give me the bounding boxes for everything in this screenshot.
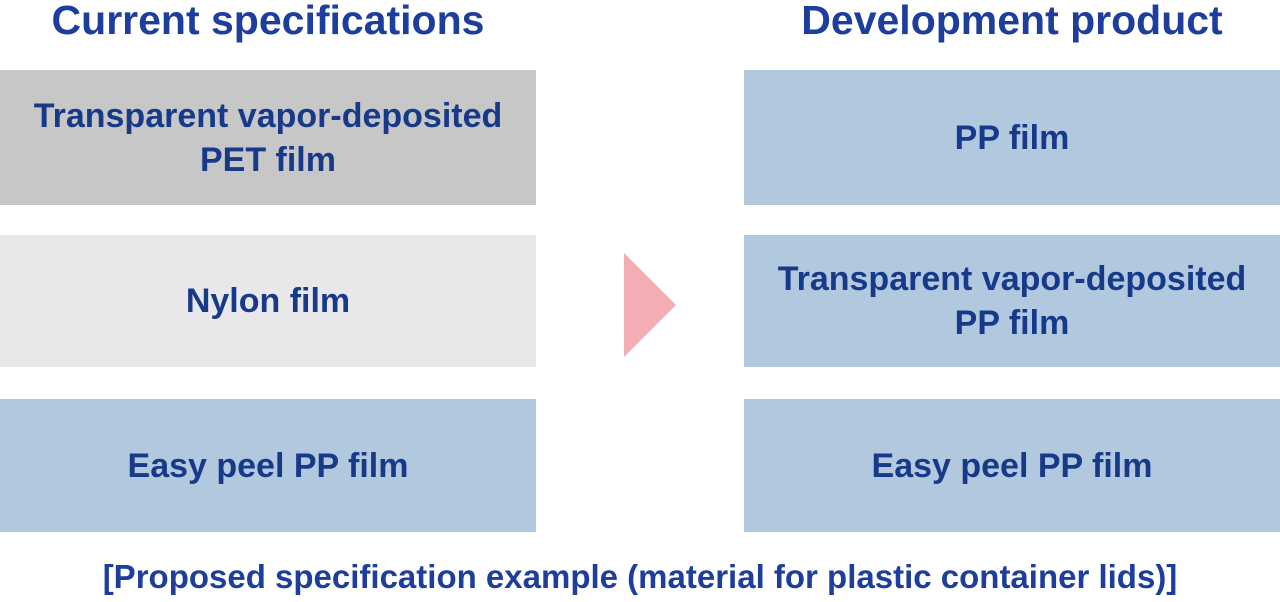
layer-label: Nylon film: [176, 279, 360, 323]
current-layer-transparent-vapor-deposited-pet-film: Transparent vapor-deposited PET film: [0, 70, 536, 205]
development-layer-pp-film: PP film: [744, 70, 1280, 205]
layer-label: Easy peel PP film: [118, 444, 419, 488]
development-layer-transparent-vapor-deposited-pp-film: Transparent vapor-deposited PP film: [744, 235, 1280, 367]
layer-label-line: PET film: [199, 140, 336, 179]
current-specifications-title: Current specifications: [51, 0, 485, 43]
layer-label-line: Transparent vapor-deposited: [33, 96, 503, 135]
layer-label-line: PP film: [954, 304, 1070, 342]
development-product-title: Development product: [801, 0, 1223, 43]
right-arrow-icon: [624, 253, 676, 357]
layer-label: Transparent vapor-deposited PP film: [768, 257, 1257, 345]
development-layer-easy-peel-pp-film: Easy peel PP film: [744, 399, 1280, 532]
layer-label: Easy peel PP film: [862, 444, 1163, 488]
diagram-caption: [Proposed specification example (materia…: [102, 558, 1178, 595]
layer-label-line: Nylon film: [185, 282, 351, 320]
current-layer-nylon-film: Nylon film: [0, 235, 536, 367]
layer-label: Transparent vapor-deposited PET film: [24, 94, 513, 182]
layer-label-line: Transparent vapor-deposited: [777, 260, 1247, 298]
layer-label-line: PP film: [954, 118, 1070, 157]
layer-label-line: Easy peel PP film: [127, 446, 409, 485]
layer-label-line: Easy peel PP film: [871, 446, 1153, 485]
current-layer-easy-peel-pp-film: Easy peel PP film: [0, 399, 536, 532]
layer-label: PP film: [945, 116, 1080, 160]
